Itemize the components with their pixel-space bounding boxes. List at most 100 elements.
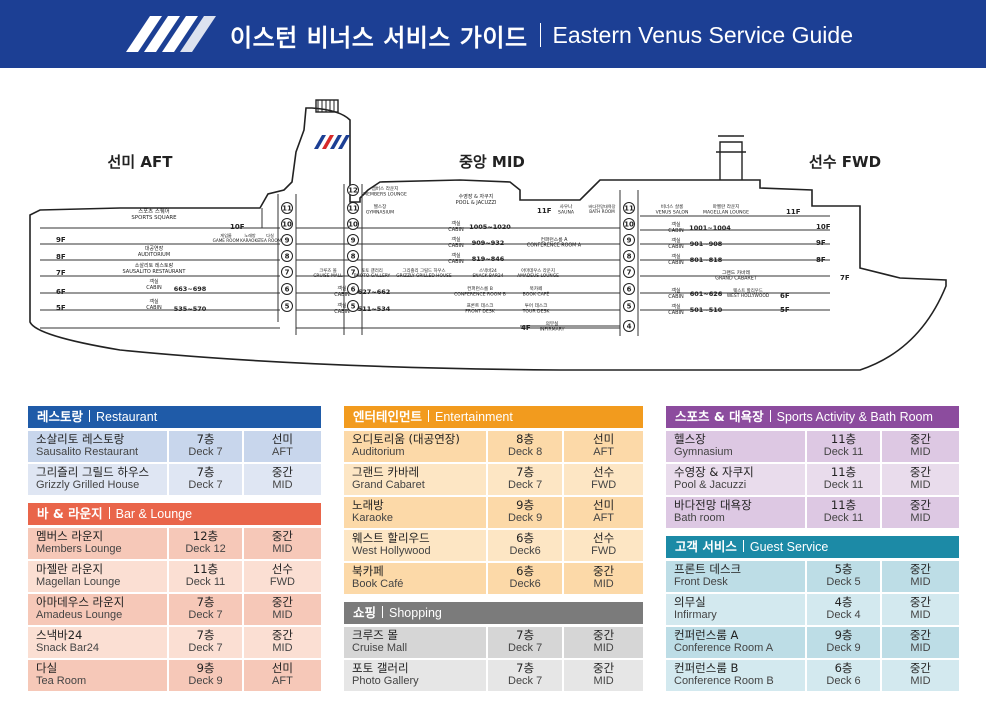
deck-number-marker bbox=[347, 184, 359, 196]
deck-number-label: 10 bbox=[348, 221, 358, 229]
deck-number-marker bbox=[281, 300, 293, 312]
facility-name-korean: 포토 갤러리 bbox=[352, 661, 409, 675]
section-title-english: Bar & Lounge bbox=[115, 507, 193, 521]
deck-number-marker bbox=[347, 234, 359, 246]
company-logo-icon bbox=[126, 16, 216, 52]
facility-name-english: Auditorium bbox=[352, 446, 405, 458]
deck-number-marker bbox=[347, 202, 359, 214]
facility-name-korean: 아마데우스 라운지 bbox=[36, 595, 125, 609]
facility-name-english: Pool & Jacuzzi bbox=[674, 479, 747, 491]
deck-tag: 7F bbox=[56, 269, 66, 277]
facility-name-korean: 의무실 bbox=[674, 595, 706, 609]
facility-location-english: AFT bbox=[593, 446, 615, 458]
deck-number-marker bbox=[281, 283, 293, 295]
facility-name: 오디토리움 (대공연장)Auditorium bbox=[344, 431, 486, 462]
deck-number-label: 5 bbox=[285, 303, 290, 311]
facility-deck-korean: 11층 bbox=[830, 465, 857, 479]
facility-location-korean: 중간 bbox=[909, 628, 932, 642]
facility-deck-english: Deck 11 bbox=[185, 576, 226, 588]
section-title-korean: 쇼핑 bbox=[353, 605, 377, 620]
facility-deck-korean: 8층 bbox=[516, 432, 535, 446]
facility-deck-korean: 6층 bbox=[834, 661, 853, 675]
section-title-english: Shopping bbox=[389, 606, 442, 620]
cabin-range: 663~698 bbox=[174, 285, 207, 293]
deck-tag: 5F bbox=[56, 304, 66, 312]
deck-number-marker bbox=[623, 202, 635, 214]
deck-number-marker bbox=[623, 320, 635, 332]
facility-location-english: AFT bbox=[593, 512, 615, 524]
facility-name-english: Sausalito Restaurant bbox=[36, 446, 139, 458]
facility-name-korean: 헬스장 bbox=[674, 432, 706, 446]
cabin-range: 511~534 bbox=[358, 305, 391, 313]
facility-name-korean: 수영장 & 자쿠지 bbox=[674, 465, 754, 479]
facility-name-english: Front Desk bbox=[674, 576, 728, 588]
facility-name-korean: 스낵바24 bbox=[36, 628, 83, 642]
facility-name-korean: 노래방 bbox=[352, 498, 384, 512]
facility-deck-english: Deck6 bbox=[509, 578, 541, 590]
section-title-korean: 엔터테인먼트 bbox=[353, 409, 423, 424]
zone-fwd-label: 선수 FWD bbox=[809, 153, 881, 171]
facility-name-english: Conference Room B bbox=[674, 675, 774, 687]
cabin-range: 909~932 bbox=[472, 239, 505, 247]
facility-location-korean: 선수 bbox=[593, 531, 615, 545]
deck-tag: 7F bbox=[840, 274, 850, 282]
deck-number-label: 7 bbox=[285, 269, 290, 277]
deck-tag: 10F bbox=[816, 223, 831, 231]
page-title: 이스턴 비너스 서비스 가이드 Eastern Venus Service Gu… bbox=[230, 18, 853, 52]
deck-number-marker bbox=[281, 218, 293, 230]
facility-deck-english: Deck 7 bbox=[508, 642, 543, 654]
facility-deck-korean: 5층 bbox=[834, 562, 853, 576]
facility-location-english: MID bbox=[910, 609, 931, 621]
title-separator bbox=[539, 23, 541, 47]
deck-number-marker bbox=[623, 234, 635, 246]
facility-location-korean: 중간 bbox=[271, 595, 294, 609]
facility-deck-english: Deck 7 bbox=[508, 479, 543, 491]
facility-name-korean: 그리즐리 그릴드 하우스 bbox=[36, 465, 150, 479]
deck-number-marker bbox=[347, 283, 359, 295]
facility-name-english: West Hollywood bbox=[352, 545, 431, 557]
deck-number-marker bbox=[623, 266, 635, 278]
deck-tag: 9F bbox=[816, 239, 826, 247]
page-header: 이스턴 비너스 서비스 가이드 Eastern Venus Service Gu… bbox=[0, 0, 986, 68]
facility-name-english: Grand Cabaret bbox=[352, 479, 425, 491]
facility-deck-english: Deck 9 bbox=[188, 675, 223, 687]
deck-number-label: 8 bbox=[351, 253, 356, 261]
facility-deck-korean: 12층 bbox=[192, 529, 219, 543]
